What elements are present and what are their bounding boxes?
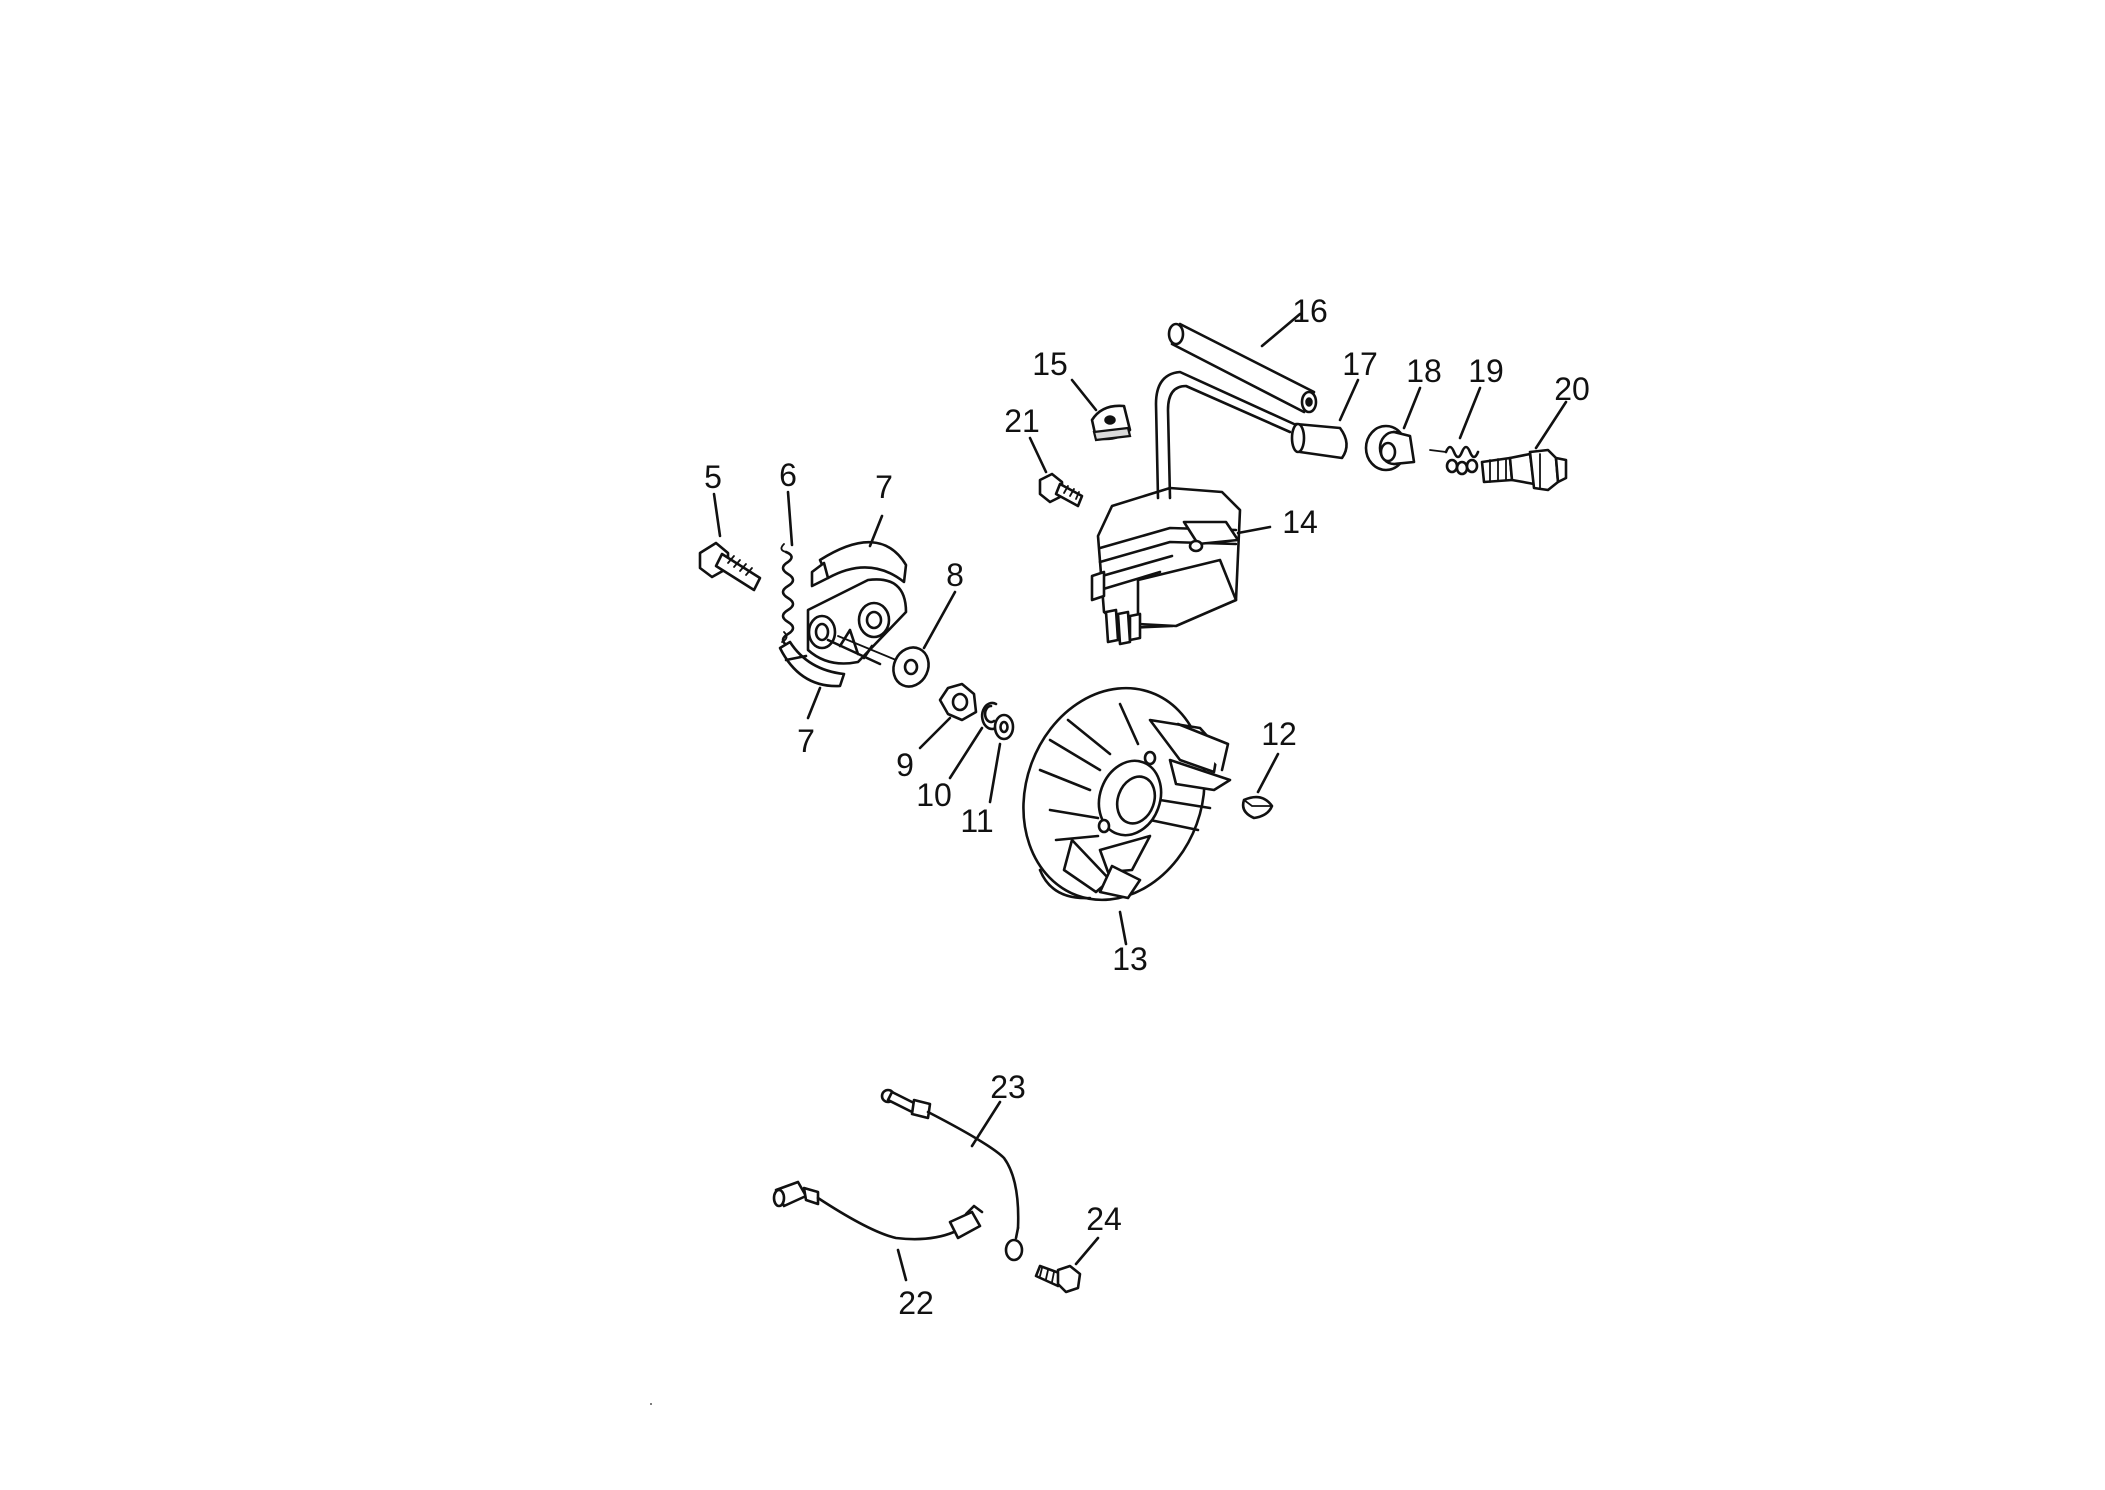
label-7-bottom: 7 xyxy=(797,723,815,759)
label-7-top: 7 xyxy=(875,469,893,505)
part-8-washer xyxy=(892,646,930,688)
leader-24 xyxy=(1074,1236,1100,1266)
label-12: 12 xyxy=(1261,716,1297,752)
label-17: 17 xyxy=(1342,346,1378,382)
label-6: 6 xyxy=(779,457,797,493)
label-20: 20 xyxy=(1554,371,1590,407)
leader-11 xyxy=(988,742,1002,804)
part-5-clutch-bolt xyxy=(698,541,762,592)
leader-15 xyxy=(1070,378,1098,412)
leader-6 xyxy=(786,490,794,547)
leader-5 xyxy=(712,492,722,538)
leader-18 xyxy=(1402,386,1422,430)
part-20-spark-plug xyxy=(1480,448,1568,492)
part-7-clutch-assembly xyxy=(778,540,908,688)
leader-23 xyxy=(970,1100,1002,1148)
part-18-plug-boot xyxy=(1364,424,1416,472)
label-23: 23 xyxy=(990,1069,1026,1105)
leader-9 xyxy=(918,716,952,750)
leader-17 xyxy=(1338,378,1360,422)
label-14: 14 xyxy=(1282,504,1318,540)
leader-19 xyxy=(1458,386,1482,440)
label-5: 5 xyxy=(704,459,722,495)
label-11: 11 xyxy=(960,803,993,839)
label-16: 16 xyxy=(1292,293,1328,329)
part-15-grommet xyxy=(1090,404,1132,442)
part-12-woodruff-key xyxy=(1241,795,1274,820)
label-15: 15 xyxy=(1032,346,1068,382)
part-22-ground-wire xyxy=(772,1180,984,1241)
leader-8 xyxy=(922,590,957,650)
label-8: 8 xyxy=(946,557,964,593)
part-21-screw xyxy=(1038,472,1084,508)
part-13-flywheel xyxy=(1022,686,1232,902)
label-10: 10 xyxy=(916,777,952,813)
leader-12 xyxy=(1256,752,1280,794)
part-16-tube xyxy=(1154,322,1318,500)
scan-speck xyxy=(650,1403,652,1405)
label-21: 21 xyxy=(1004,403,1040,439)
leader-21 xyxy=(1028,436,1048,474)
leader-7-top xyxy=(868,514,884,548)
part-19-spring xyxy=(1429,445,1480,476)
part-17-terminal-cap xyxy=(1290,422,1348,460)
leader-7-bottom xyxy=(806,686,822,720)
leader-20 xyxy=(1534,400,1568,450)
label-24: 24 xyxy=(1086,1201,1122,1237)
part-23-stop-wire xyxy=(880,1088,1024,1262)
part-24-screw xyxy=(1034,1264,1082,1294)
part-14-ignition-coil xyxy=(1090,486,1242,646)
leader-16 xyxy=(1260,312,1302,348)
leader-10 xyxy=(948,726,984,780)
label-19: 19 xyxy=(1468,353,1504,389)
label-18: 18 xyxy=(1406,353,1442,389)
leader-22 xyxy=(896,1248,908,1282)
part-6-clutch-spring xyxy=(780,543,795,660)
part-11-washer xyxy=(993,713,1015,741)
label-13: 13 xyxy=(1112,941,1148,977)
leader-13 xyxy=(1118,910,1128,946)
label-22: 22 xyxy=(898,1285,934,1321)
label-9: 9 xyxy=(896,747,914,783)
part-9-nut xyxy=(938,682,978,722)
leader-14 xyxy=(1236,525,1272,535)
